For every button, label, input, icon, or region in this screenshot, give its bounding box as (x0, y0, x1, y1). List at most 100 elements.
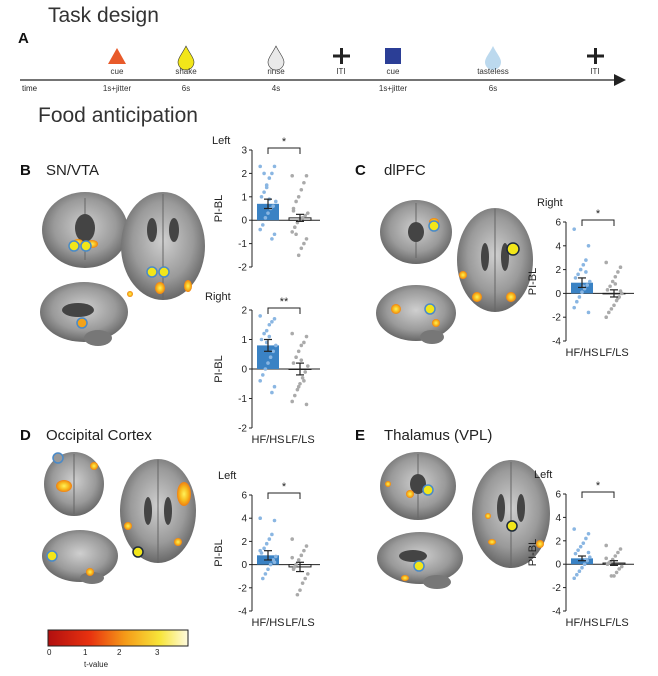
data-point (267, 176, 272, 180)
x-category-label: LF/LS (285, 434, 314, 446)
y-tick-label: 6 (241, 491, 247, 502)
brain-sagittal-c (376, 285, 456, 344)
y-tick-label: 0 (241, 365, 247, 376)
roi-circle (506, 242, 520, 256)
lightblue-drop-icon (485, 46, 501, 70)
data-point (306, 364, 310, 368)
brain-axial-b (121, 192, 205, 300)
data-point (610, 279, 615, 284)
roi-circle (80, 240, 92, 252)
y-tick-label: -4 (552, 337, 561, 348)
blue-square-icon (385, 48, 401, 64)
data-point (582, 562, 587, 566)
data-point (274, 554, 278, 559)
data-point (262, 171, 266, 176)
data-point (261, 576, 265, 581)
brain-coronal-d (44, 452, 104, 516)
data-point (588, 555, 592, 559)
data-point (262, 331, 266, 336)
data-point (299, 358, 304, 362)
data-point (618, 289, 623, 293)
roi-circle (428, 220, 440, 232)
significance-marker: ** (280, 296, 289, 308)
y-tick-label: 2 (241, 169, 247, 180)
data-point (291, 209, 296, 213)
data-point (306, 211, 310, 215)
x-category-label: HF/HS (252, 617, 285, 629)
data-point (258, 516, 263, 520)
panel-label-d: D (20, 427, 31, 444)
data-point (604, 556, 608, 561)
data-point (581, 263, 586, 267)
data-point (608, 284, 612, 289)
data-point (585, 283, 589, 287)
data-point (272, 317, 277, 321)
y-tick-label: 4 (555, 513, 561, 524)
data-point (302, 548, 306, 553)
data-point (604, 315, 608, 320)
x-category-label: HF/HS (252, 434, 285, 446)
chart-title: Right (537, 197, 563, 209)
data-point (581, 541, 586, 545)
y-tick-label: -2 (552, 583, 561, 594)
data-point (575, 299, 579, 304)
data-point (267, 537, 272, 541)
data-point (573, 551, 578, 556)
timeline-arrow-icon (614, 74, 626, 86)
significance-bracket (581, 219, 615, 226)
data-point (295, 592, 300, 597)
data-point (605, 288, 610, 292)
data-point (258, 548, 263, 553)
data-point (614, 570, 619, 575)
roi-circle (132, 546, 144, 558)
y-tick-label: -1 (238, 239, 247, 250)
data-point (572, 227, 576, 231)
data-point (291, 361, 296, 365)
data-point (575, 572, 579, 577)
task-design-heading: Task design (48, 4, 159, 27)
data-point (302, 379, 306, 383)
data-point (295, 387, 300, 392)
data-point (270, 390, 274, 395)
plus-icon (333, 48, 350, 64)
y-tick-label: 4 (555, 241, 561, 252)
data-point (290, 331, 295, 336)
panel-title-e: Thalamus (VPL) (384, 427, 493, 444)
colorbar-tick-label: 0 (47, 648, 52, 657)
y-tick-label: -2 (552, 313, 561, 324)
data-point (577, 295, 582, 299)
data-point (266, 567, 270, 572)
timeline-event-duration: 6s (488, 84, 498, 93)
data-point (296, 349, 301, 354)
data-point (618, 265, 623, 270)
brain-axial-d (120, 459, 196, 563)
colorbar-label: t-value (84, 660, 109, 669)
data-point (258, 314, 263, 318)
data-point (302, 180, 306, 185)
panel-title-c: dlPFC (384, 162, 426, 179)
data-point (302, 241, 306, 246)
y-tick-label: -4 (552, 607, 561, 618)
timeline-event-label: shake (175, 67, 197, 76)
data-point (296, 195, 301, 199)
data-point (618, 547, 623, 551)
data-point (293, 393, 297, 398)
chart-title: Right (205, 291, 231, 303)
data-point (272, 232, 277, 237)
y-axis-label: PI-BL (527, 268, 539, 296)
data-point (607, 310, 611, 315)
y-tick-label: 0 (555, 289, 561, 300)
data-point (272, 384, 277, 389)
data-point (586, 244, 591, 248)
data-point (266, 361, 270, 365)
data-point (304, 237, 309, 241)
significance-marker: * (282, 481, 287, 493)
data-point (262, 546, 266, 551)
data-point (612, 303, 616, 308)
significance-marker: * (282, 136, 287, 148)
y-axis-label: PI-BL (213, 355, 225, 383)
chart-title: Left (218, 470, 236, 482)
plus-icon (587, 48, 604, 64)
x-category-label: HF/HS (566, 347, 599, 359)
y-tick-label: 6 (555, 218, 561, 229)
